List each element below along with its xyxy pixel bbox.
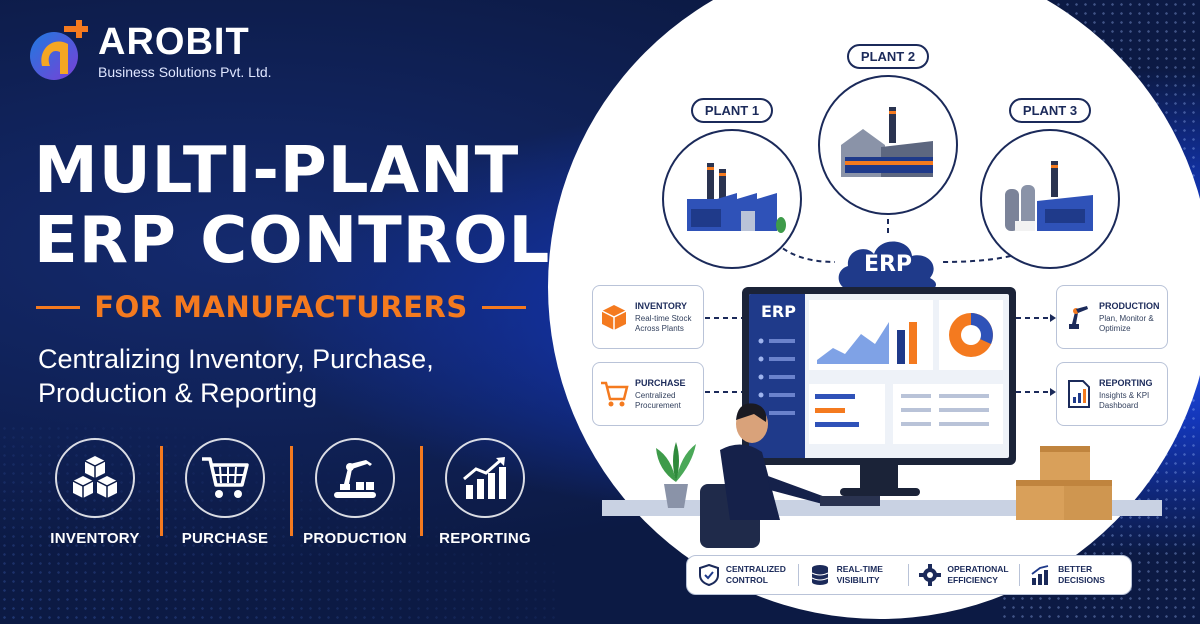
brand-subtitle: Business Solutions Pvt. Ltd.	[98, 64, 272, 80]
dashboard-widgets	[809, 300, 1003, 444]
feature-production[interactable]: PRODUCTION	[290, 438, 420, 547]
benefit-label: OPERATIONAL EFFICIENCY	[947, 564, 1009, 585]
card-reporting[interactable]: REPORTING Insights & KPI Dashboard	[1056, 362, 1168, 426]
subheading: FOR MANUFACTURERS	[94, 290, 468, 324]
rule-right	[481, 305, 527, 309]
feature-label: INVENTORY	[50, 530, 140, 547]
robot-arm-icon	[1069, 306, 1088, 329]
plant-label: PLANT 2	[846, 44, 930, 69]
feature-circle	[315, 438, 395, 518]
boxes-icon	[72, 456, 118, 498]
factory-icon	[841, 107, 933, 177]
feature-row: INVENTORY PURCHASE	[30, 438, 550, 547]
monitor-stand	[860, 465, 898, 491]
card-desc: Real-time Stock Across Plants	[635, 313, 692, 333]
feature-circle	[185, 438, 265, 518]
rule-left	[36, 305, 81, 309]
boxes-illustration	[1016, 446, 1112, 520]
logo-mark-icon	[30, 20, 88, 80]
subheading-row: FOR MANUFACTURERS	[36, 290, 527, 324]
feature-purchase[interactable]: PURCHASE	[160, 438, 290, 547]
person-illustration	[700, 403, 880, 548]
plant-1[interactable]: PLANT 1	[662, 98, 802, 269]
box-icon	[601, 305, 627, 330]
card-desc: Centralized Procurement	[635, 390, 681, 410]
headline-line-1: MULTI-PLANT	[34, 134, 520, 208]
plant-2[interactable]: PLANT 2	[818, 44, 958, 215]
report-icon	[1068, 380, 1090, 408]
brand-logo[interactable]: AROBIT Business Solutions Pvt. Ltd.	[24, 16, 272, 86]
tagline: Centralizing Inventory, Purchase, Produc…	[38, 344, 434, 408]
card-title: INVENTORY	[635, 300, 688, 311]
feature-circle	[445, 438, 525, 518]
gear-icon	[919, 564, 942, 586]
headline-line-2: ERP CONTROL	[34, 204, 551, 278]
card-desc: Plan, Monitor & Optimize	[1099, 313, 1154, 333]
plant-ring	[818, 75, 958, 215]
benefit-centralized-control[interactable]: CENTRALIZED CONTROL	[698, 564, 788, 586]
screen-erp-label: ERP	[761, 302, 796, 321]
benefit-real-time-visibility[interactable]: REAL-TIME VISIBILITY	[797, 564, 899, 586]
benefit-label: BETTER DECISIONS	[1058, 564, 1105, 585]
cart-icon	[202, 457, 249, 498]
benefits-bar: CENTRALIZED CONTROL REAL-TIME VISIBILITY…	[686, 555, 1132, 595]
benefit-label: REAL-TIME VISIBILITY	[836, 564, 883, 585]
cart-icon	[601, 381, 629, 407]
plant-ring	[662, 129, 802, 269]
benefit-better-decisions[interactable]: BETTER DECISIONS	[1019, 564, 1120, 586]
plant-3[interactable]: PLANT 3	[980, 98, 1120, 269]
plant-ring	[980, 129, 1120, 269]
sidebar-menu-dots	[758, 338, 795, 416]
feature-inventory[interactable]: INVENTORY	[30, 438, 160, 547]
card-title: PURCHASE	[635, 377, 686, 388]
monitor-stand-base	[840, 488, 920, 496]
cloud-icon	[838, 241, 937, 291]
benefit-label: CENTRALIZED CONTROL	[725, 564, 786, 585]
plant-pot-illustration	[656, 442, 696, 508]
feature-circle	[55, 438, 135, 518]
factory-icon	[687, 163, 786, 233]
robot-arm-icon	[334, 460, 376, 498]
card-title: REPORTING	[1099, 377, 1153, 388]
brand-name: AROBIT	[98, 21, 250, 63]
growth-chart-icon	[463, 457, 506, 499]
factory-icon	[1005, 161, 1093, 231]
plant-label: PLANT 3	[1008, 98, 1092, 123]
feature-reporting[interactable]: REPORTING	[420, 438, 550, 547]
card-purchase[interactable]: PURCHASE Centralized Procurement	[592, 362, 704, 426]
card-title: PRODUCTION	[1099, 300, 1160, 311]
feature-label: PURCHASE	[181, 530, 269, 547]
card-inventory[interactable]: INVENTORY Real-time Stock Across Plants	[592, 285, 704, 349]
erp-cloud-label: ERP	[863, 252, 913, 277]
headline: MULTI-PLANT ERP CONTROL	[34, 136, 550, 276]
card-production[interactable]: PRODUCTION Plan, Monitor & Optimize	[1056, 285, 1168, 349]
shield-check-icon	[698, 564, 719, 586]
feature-label: REPORTING	[439, 530, 531, 547]
benefit-operational-efficiency[interactable]: OPERATIONAL EFFICIENCY	[908, 564, 1009, 586]
plant-label: PLANT 1	[690, 98, 774, 123]
erp-cloud[interactable]: ERP	[830, 232, 946, 294]
card-desc: Insights & KPI Dashboard	[1099, 390, 1150, 410]
database-icon	[811, 565, 828, 585]
bar-growth-icon	[1031, 565, 1049, 585]
feature-label: PRODUCTION	[303, 530, 407, 547]
